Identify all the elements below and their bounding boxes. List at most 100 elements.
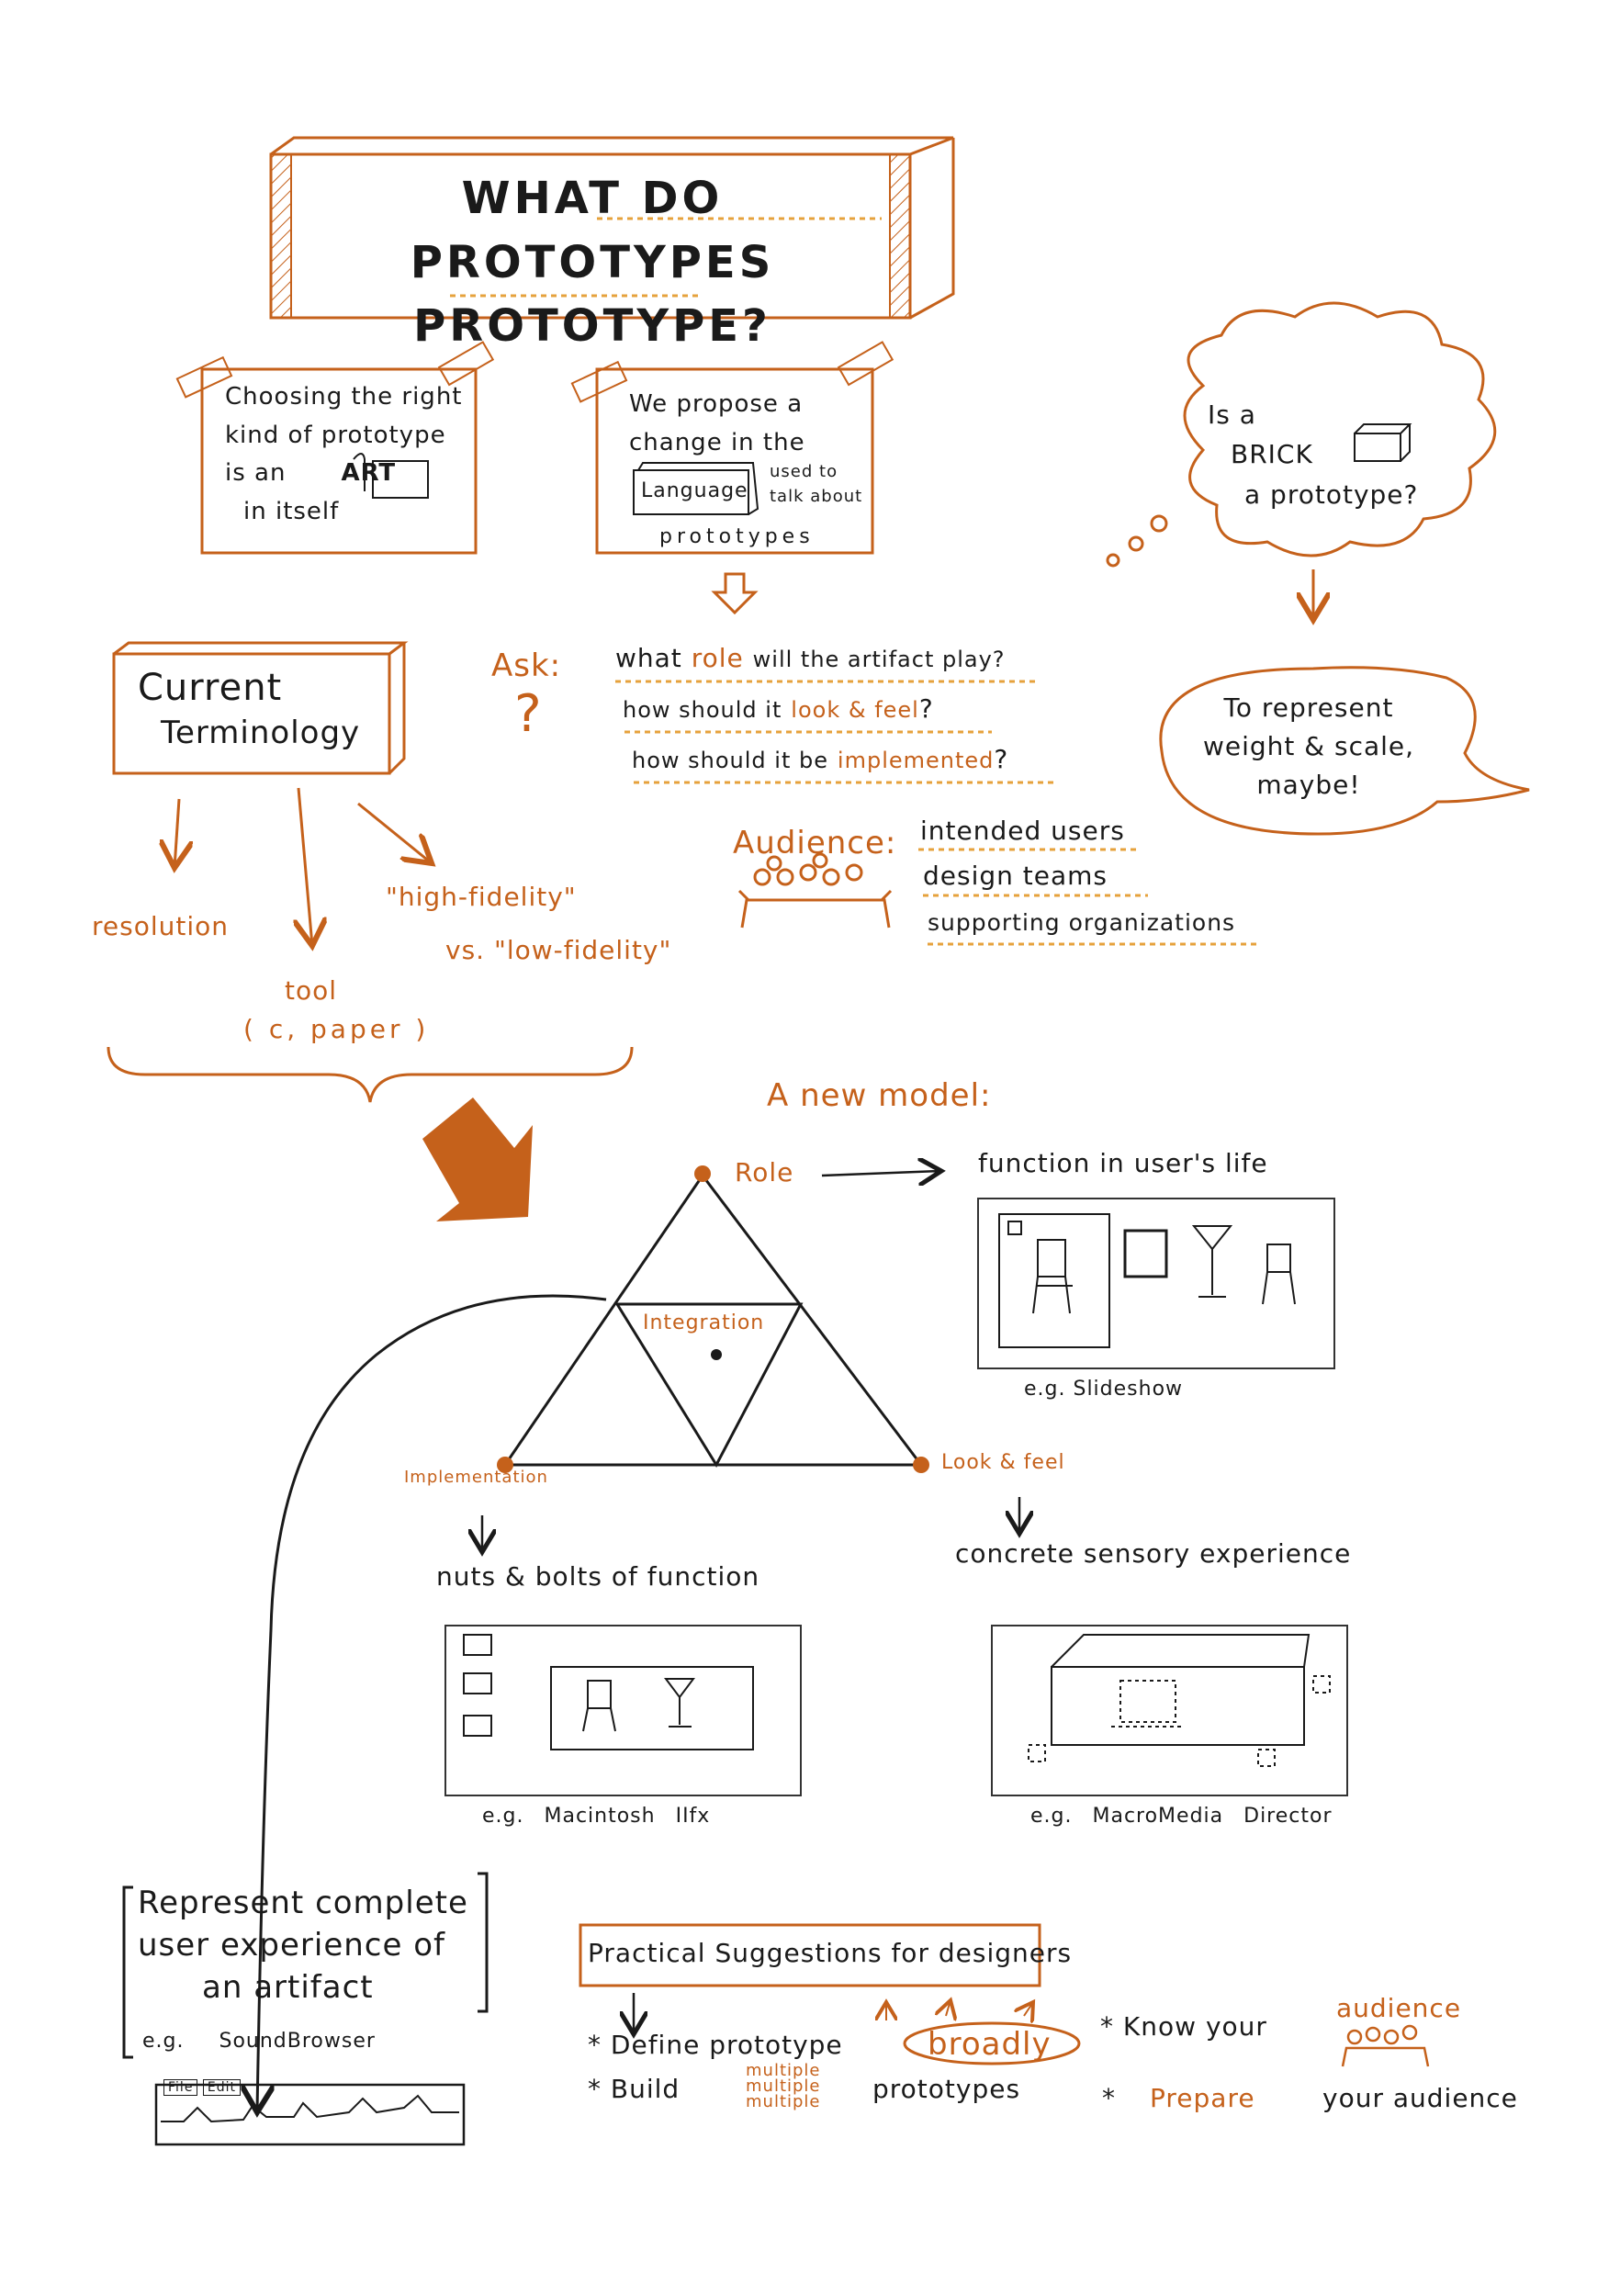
multiple-2: multiple [746, 2077, 821, 2097]
audience-label: Audience: [733, 825, 897, 861]
speech-line3: maybe! [1256, 770, 1361, 800]
ask-question-2: how should it look & feel? [623, 693, 934, 724]
integration-note-line2: user experience of [138, 1926, 445, 1964]
impl-description: nuts & bolts of function [436, 1561, 760, 1592]
term-fidelity-high: "high-fidelity" [386, 882, 577, 912]
lf-example: e.g. MacroMedia Director [1030, 1805, 1333, 1828]
note-art: Choosing the right kind of prototype is … [225, 378, 464, 531]
ask-q2-text-c: ? [918, 693, 934, 724]
suggestion-your-audience: your audience [1322, 2083, 1518, 2113]
term-tool-sub: ( c, paper ) [243, 1014, 430, 1044]
thought-cloud [1106, 301, 1497, 620]
menu-file: File [163, 2079, 198, 2096]
ask-question-1: what role will the artifact play? [615, 643, 1006, 673]
art-label: ART [341, 459, 397, 488]
soundbrowser-menubar: File Edit [163, 2079, 242, 2096]
note-language-box [570, 341, 894, 615]
ask-label: Ask: [491, 647, 562, 684]
note-art-line4: in itself [243, 497, 340, 525]
note-language-line2: change in the [629, 428, 805, 456]
cloud-line1: Is a [1208, 400, 1256, 430]
suggestion-broadly: broadly [928, 2026, 1052, 2063]
audience-icon [737, 852, 893, 929]
vertex-look-feel: Look & feel [941, 1451, 1065, 1474]
note-language-line5: prototypes [659, 525, 815, 548]
practical-title: Practical Suggestions for designers [588, 1938, 1073, 1968]
note-language: We propose a change in the [629, 386, 868, 462]
audience-item-2: design teams [923, 861, 1108, 891]
integration-note-line3: an artifact [202, 1968, 374, 2006]
suggestion-build: * Build [588, 2074, 681, 2104]
suggestion-know: * Know your [1100, 2011, 1267, 2042]
role-example: e.g. Slideshow [1024, 1378, 1184, 1401]
role-description: function in user's life [978, 1148, 1268, 1178]
impl-example: e.g. Macintosh IIfx [482, 1805, 711, 1828]
audience-item-3: supporting organizations [928, 909, 1236, 936]
multiple-1: multiple [746, 2061, 821, 2080]
ask-q2-text-a: how should it [623, 697, 782, 723]
ask-q2-keyword: look & feel [791, 697, 919, 723]
cloud-text: Is a BRICK a prototype? [1208, 395, 1418, 514]
suggestion-prepare: Prepare [1150, 2083, 1255, 2113]
terminology-line2: Terminology [161, 715, 361, 751]
page-title-line2: PROTOTYPE? [413, 300, 771, 353]
integration-note: Represent complete user experience of an… [138, 1883, 468, 2009]
note-art-line3: is an [225, 459, 287, 488]
vertex-implementation: Implementation [404, 1468, 548, 1487]
ask-q3-text-a: how should it be [632, 748, 828, 773]
ask-underlines [615, 680, 1258, 946]
title-box [269, 136, 955, 320]
terminology-box [107, 641, 634, 1103]
lf-description: concrete sensory experience [955, 1538, 1352, 1569]
speech-bubble [1159, 666, 1530, 836]
ask-question-3: how should it be implemented? [632, 744, 1008, 774]
note-art-box [175, 341, 495, 555]
suggestion-prototypes: prototypes [872, 2074, 1021, 2104]
term-resolution: resolution [92, 911, 230, 941]
page-title-line1: WHAT DO PROTOTYPES [410, 173, 775, 288]
cloud-line2: BRICK [1231, 439, 1313, 470]
role-screen-frame [977, 1198, 1335, 1369]
speech-line2: weight & scale, [1202, 731, 1415, 761]
book-label: Language [641, 479, 748, 502]
note-language-line4: talk about [770, 487, 863, 506]
speech-line1: To represent [1223, 692, 1394, 723]
note-language-line3: used to [770, 462, 838, 481]
big-arrow [422, 1097, 533, 1221]
new-model-label: A new model: [767, 1077, 992, 1114]
speech-text: To represent weight & scale, maybe! [1198, 689, 1419, 805]
ask-q1-text-c: will the artifact play? [752, 647, 1006, 672]
impl-screen-frame [444, 1625, 802, 1796]
note-art-line1: Choosing the right [225, 383, 463, 411]
cloud-line3: a prototype? [1244, 478, 1419, 510]
triangle-model [257, 1165, 1019, 2112]
ask-q3-keyword: implemented [837, 748, 995, 773]
note-language-line1: We propose a [629, 390, 804, 418]
ask-question-mark: ? [514, 684, 543, 744]
suggestion-audience: audience [1336, 1993, 1462, 2023]
suggestion-multiple: multiple multiple multiple [746, 2061, 821, 2112]
note-art-line2: kind of prototype [225, 421, 446, 449]
terminology-label: Current Terminology [138, 663, 360, 755]
suggestion-define: * Define prototype [588, 2030, 843, 2060]
page-title: WHAT DO PROTOTYPES PROTOTYPE? [294, 167, 891, 359]
integration-bracket [122, 1872, 489, 2146]
multiple-3: multiple [746, 2092, 821, 2112]
term-fidelity-low: vs. "low-fidelity" [445, 935, 672, 965]
vertex-role: Role [735, 1157, 794, 1187]
ask-q1-keyword: role [691, 643, 744, 673]
terminology-line1: Current [138, 667, 283, 709]
integration-note-line1: Represent complete [138, 1885, 468, 1921]
suggestion-prepare-star: * [1102, 2083, 1116, 2113]
vertex-integration: Integration [643, 1311, 765, 1334]
ask-q1-text-a: what [615, 643, 682, 673]
lf-screen-frame [991, 1625, 1348, 1796]
audience-item-1: intended users [920, 816, 1125, 846]
note-language-side: used to talk about [770, 459, 862, 509]
term-tool: tool [285, 975, 338, 1006]
practical-box [579, 1923, 1430, 2067]
integration-example: e.g. SoundBrowser [142, 2030, 376, 2053]
ask-q3-text-c: ? [994, 744, 1009, 774]
menu-edit: Edit [202, 2079, 242, 2096]
